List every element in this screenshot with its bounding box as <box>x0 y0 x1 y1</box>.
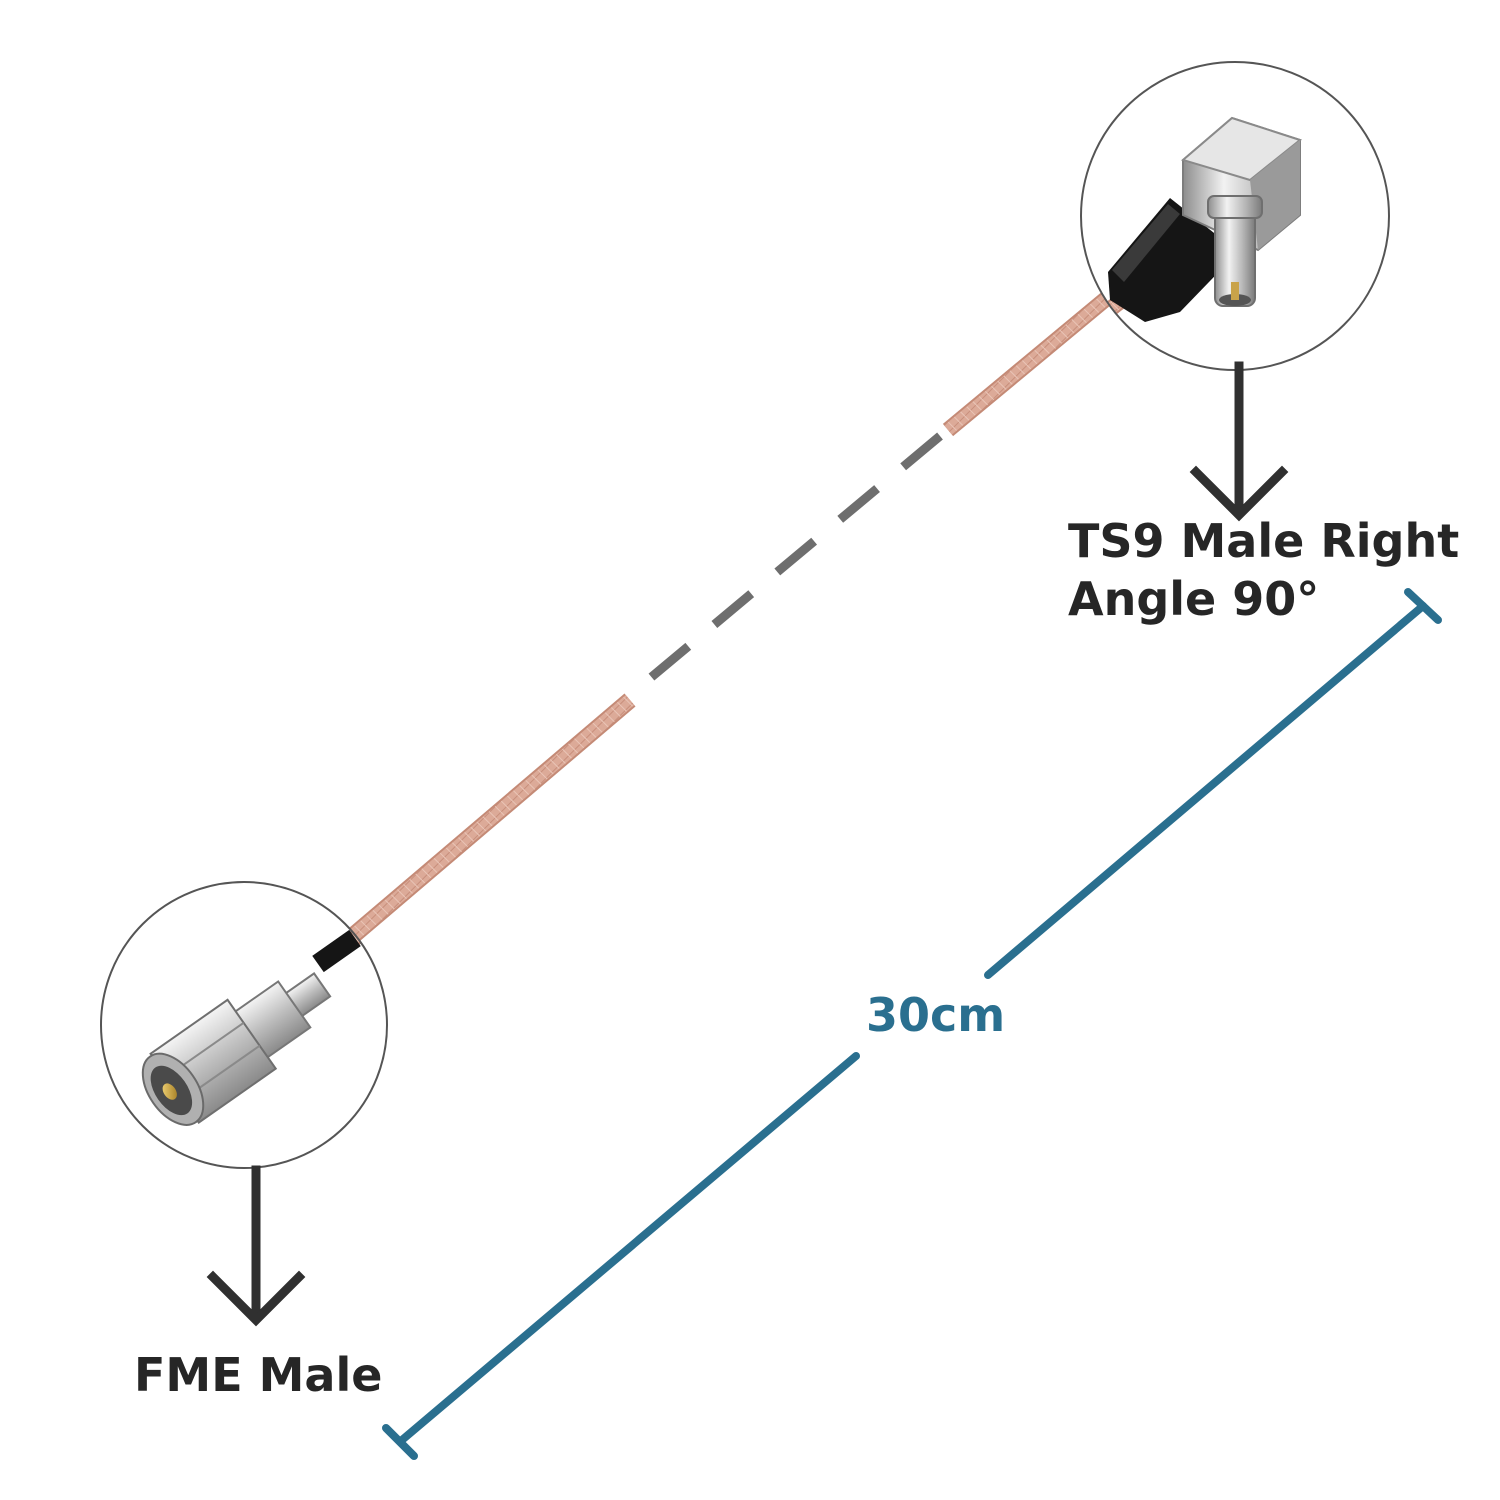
arrow-down-icon <box>1189 361 1289 522</box>
dimension-line-upper <box>984 602 1427 979</box>
ts9-connector-label: TS9 Male Right Angle 90° <box>1068 512 1459 628</box>
ts9-label-line1: TS9 Male Right <box>1068 514 1460 568</box>
dimension-line-lower <box>398 1052 860 1444</box>
dimension-line <box>382 588 1442 1460</box>
fme-connector-callout <box>100 881 388 1169</box>
ts9-connector-callout <box>1080 61 1390 371</box>
dimension-tick-bottom <box>382 1424 418 1460</box>
cable-dashed-gap <box>627 432 943 699</box>
cable-lower-segment <box>342 693 636 947</box>
cable-length-label: 30cm <box>866 988 1006 1042</box>
ts9-label-line2: Angle 90° <box>1068 572 1320 626</box>
cable-upper-segment <box>942 276 1131 437</box>
fme-connector-label: FME Male <box>134 1348 383 1402</box>
dimension-tick-top <box>1404 588 1442 624</box>
arrow-down-icon <box>206 1165 306 1327</box>
